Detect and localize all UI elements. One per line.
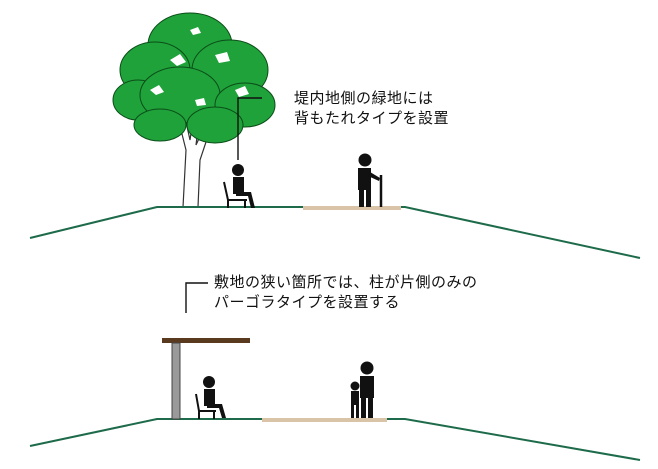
- lower-caption-line1: 敷地の狭い箇所では、柱が片側のみの: [214, 273, 478, 291]
- upper-leader-line: [237, 97, 262, 160]
- seated-person-icon: [203, 376, 226, 418]
- bench-icon: [195, 393, 216, 419]
- tree-icon: [112, 12, 276, 208]
- upper-path: [303, 206, 401, 210]
- upper-caption-line2: 背もたれタイプを設置: [294, 109, 450, 127]
- adult-person-icon: [360, 361, 374, 418]
- upper-scene: [29, 12, 641, 259]
- pergola-icon: [162, 338, 250, 420]
- lower-ground-line: [29, 418, 641, 461]
- lower-scene: [29, 282, 641, 461]
- seated-person-icon: [232, 164, 255, 208]
- child-person-icon: [350, 381, 360, 418]
- lower-caption-line2: パーゴラタイプを設置する: [214, 293, 401, 311]
- lower-path: [262, 418, 387, 422]
- standing-person-icon: [358, 153, 380, 207]
- backrest-bench-icon: [223, 181, 247, 208]
- upper-caption: 堤内地側の緑地には 背もたれタイプを設置: [294, 88, 449, 128]
- lower-leader-line: [185, 282, 208, 313]
- lower-caption: 敷地の狭い箇所では、柱が片側のみの パーゴラタイプを設置する: [214, 272, 478, 312]
- upper-ground-line: [29, 206, 641, 259]
- upper-caption-line1: 堤内地側の緑地には: [294, 89, 434, 107]
